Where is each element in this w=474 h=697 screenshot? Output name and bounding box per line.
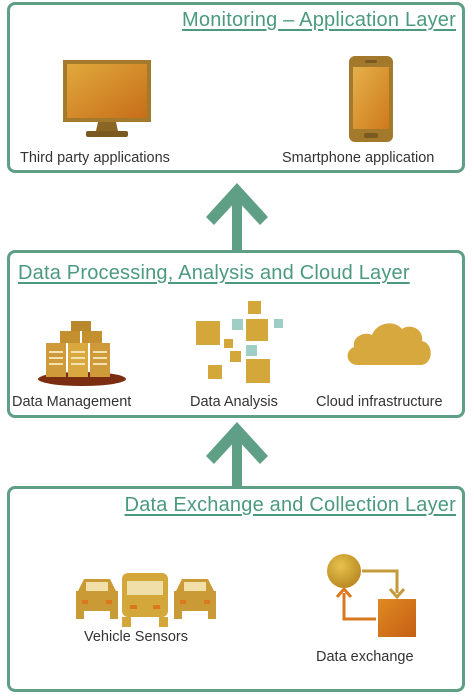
cloud-icon bbox=[347, 323, 431, 365]
smartphone-icon bbox=[349, 56, 393, 142]
processing-layer-title: Data Processing, Analysis and Cloud Laye… bbox=[18, 262, 410, 284]
vehicles-icon bbox=[76, 573, 216, 627]
processing-layer: Data Processing, Analysis and Cloud Laye… bbox=[7, 250, 465, 418]
collection-layer: Data Exchange and Collection Layer Vehic… bbox=[7, 486, 465, 692]
data-management-label: Data Management bbox=[12, 394, 132, 410]
analysis-blocks-icon bbox=[196, 301, 283, 383]
application-layer-title: Monitoring – Application Layer bbox=[182, 9, 456, 31]
upward-arrow-icon bbox=[206, 422, 268, 490]
data-exchange-icon bbox=[327, 554, 416, 637]
data-exchange-label: Data exchange bbox=[316, 649, 414, 665]
server-rack-icon bbox=[38, 321, 126, 386]
application-layer: Monitoring – Application Layer Third par… bbox=[7, 2, 465, 173]
upward-arrow-icon bbox=[206, 183, 268, 251]
data-analysis-label: Data Analysis bbox=[190, 394, 278, 410]
monitor-icon bbox=[63, 60, 151, 137]
collection-layer-title: Data Exchange and Collection Layer bbox=[124, 494, 456, 516]
smartphone-application-label: Smartphone application bbox=[282, 150, 435, 166]
third-party-applications-label: Third party applications bbox=[20, 150, 170, 166]
vehicle-sensors-label: Vehicle Sensors bbox=[84, 629, 188, 645]
cloud-infrastructure-label: Cloud infrastructure bbox=[316, 394, 443, 410]
